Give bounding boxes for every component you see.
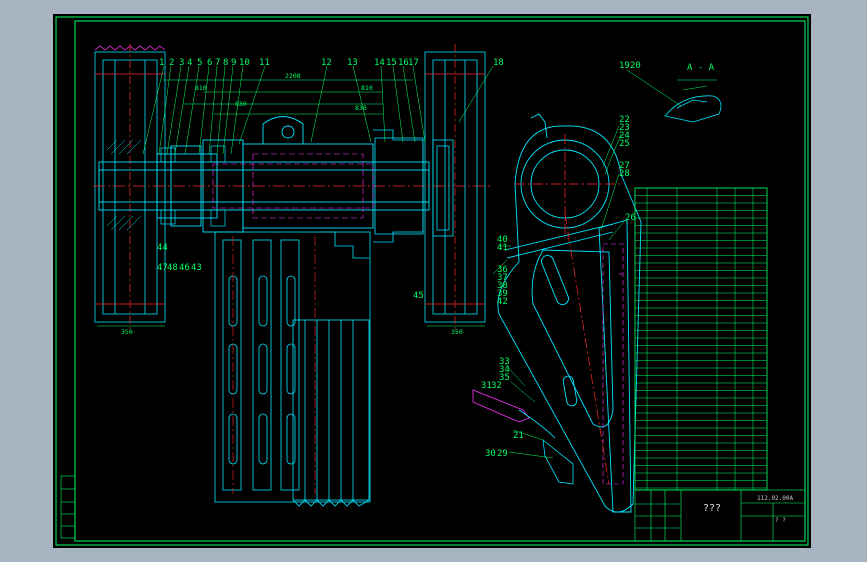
part-label-32: 32 [491,381,502,391]
part-label-40: 40 [497,235,508,245]
part-label-21: 21 [513,431,524,441]
part-label-41: 41 [497,243,508,253]
part-label-22: 22 [619,115,630,125]
part-label-16: 16 [398,58,409,68]
part-label-29: 29 [497,449,508,459]
part-label-34: 34 [499,365,510,375]
dimension-830-a: 830 [235,100,247,108]
part-label-47: 47 [157,263,168,273]
part-label-36: 36 [497,265,508,275]
part-label-26: 26 [625,213,636,223]
part-label-23: 23 [619,123,630,133]
inner-frame [74,20,806,542]
part-label-4: 4 [187,58,192,68]
dimension-2208: 2208 [285,72,301,80]
part-label-45: 45 [413,291,424,301]
part-label-42: 42 [497,297,508,307]
part-label-7: 7 [215,58,220,68]
part-label-18: 18 [493,58,504,68]
cad-drawing: 1 2 3 4 5 6 7 8 9 10 11 12 13 14 15 16 1… [55,16,809,546]
part-label-38: 38 [497,281,508,291]
part-label-11: 11 [259,58,270,68]
left-section-view [93,44,494,507]
part-label-1: 1 [159,58,164,68]
dimension-830-b: 830 [355,104,367,112]
title-block [634,489,806,542]
part-label-20: 20 [630,61,641,71]
part-label-13: 13 [347,58,358,68]
dimension-810-b: 810 [361,84,373,92]
part-label-39: 39 [497,289,508,299]
outer-frame [55,16,809,546]
part-label-30: 30 [485,449,496,459]
part-label-19: 19 [619,61,630,71]
part-label-12: 12 [321,58,332,68]
section-label: A - A [687,63,715,73]
part-label-31: 31 [481,381,492,391]
part-label-25: 25 [619,139,630,149]
part-label-3: 3 [179,58,184,68]
part-label-48: 48 [167,263,178,273]
part-label-44: 44 [157,243,168,253]
bom-title: ??? [703,503,721,514]
part-label-33: 33 [499,357,510,367]
dimension-350-right: 350 [451,328,463,336]
sheet-note: ? ? [775,517,786,524]
part-label-35: 35 [499,373,510,383]
part-label-8: 8 [223,58,228,68]
part-label-43: 43 [191,263,202,273]
part-label-15: 15 [386,58,397,68]
part-label-37: 37 [497,273,508,283]
part-label-17: 17 [408,58,419,68]
dimension-810-a: 810 [195,84,207,92]
part-label-27: 27 [619,161,630,171]
part-label-5: 5 [197,58,202,68]
section-a-a-detail [626,69,722,123]
part-label-24: 24 [619,131,630,141]
part-label-28: 28 [619,169,630,179]
part-label-10: 10 [239,58,250,68]
dimension-350-left: 350 [121,328,133,336]
swing-arm-view [472,113,642,513]
part-label-9: 9 [231,58,236,68]
part-label-46: 46 [179,263,190,273]
drawing-sheet: 1 2 3 4 5 6 7 8 9 10 11 12 13 14 15 16 1… [53,14,811,548]
side-stamp [60,475,76,539]
part-label-6: 6 [207,58,212,68]
bill-of-materials [634,187,768,491]
drawing-number: 112.02.00A [757,495,794,502]
part-label-2: 2 [169,58,174,68]
part-label-14: 14 [374,58,385,68]
